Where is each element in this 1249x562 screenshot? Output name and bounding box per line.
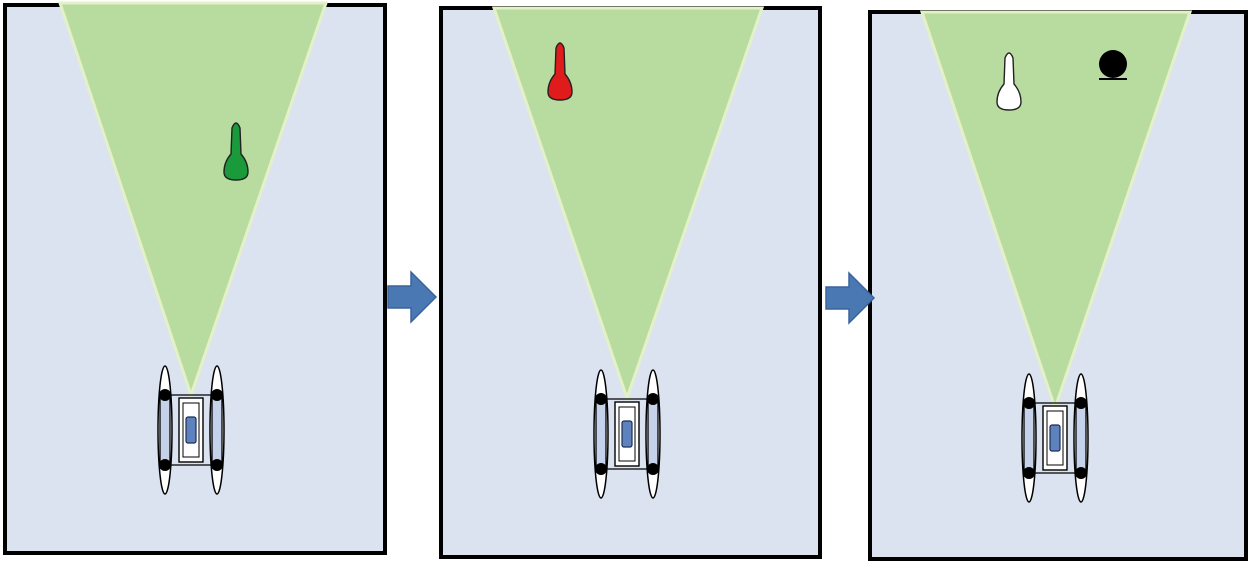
wheel-1 [159, 389, 171, 401]
wheel-4 [211, 459, 223, 471]
panel-step-1 [3, 1, 387, 555]
cone-icon [547, 42, 573, 101]
ball-icon [1099, 50, 1127, 78]
field-of-view [491, 6, 765, 403]
arrows-layer [387, 270, 876, 325]
right-track [211, 392, 223, 468]
cone-icon [996, 52, 1022, 111]
panel-step-3 [868, 10, 1248, 561]
wheel-3 [595, 463, 607, 475]
panels-layer [3, 1, 1248, 561]
left-track [595, 396, 607, 472]
left-track [1023, 400, 1035, 476]
robot-sensor [621, 420, 633, 448]
wheel-3 [159, 459, 171, 471]
wheel-4 [647, 463, 659, 475]
cone-icon [223, 122, 249, 181]
wheel-2 [211, 389, 223, 401]
right-track [647, 396, 659, 472]
wheel-1 [1023, 397, 1035, 409]
robot-sensor [185, 416, 197, 444]
wheel-3 [1023, 467, 1035, 479]
field-of-view [57, 1, 329, 400]
panel-step-2 [439, 6, 822, 559]
robot-icon [593, 369, 661, 499]
robot-sensor [1049, 424, 1061, 452]
robot-icon [1021, 373, 1089, 503]
wheel-1 [595, 393, 607, 405]
field-of-view [919, 10, 1193, 413]
wheel-2 [647, 393, 659, 405]
wheel-2 [1075, 397, 1087, 409]
right-track [1075, 400, 1087, 476]
robot-icon [157, 365, 225, 495]
right-arrow-icon [387, 270, 438, 324]
right-arrow-icon [825, 271, 876, 325]
wheel-4 [1075, 467, 1087, 479]
left-track [159, 392, 171, 468]
